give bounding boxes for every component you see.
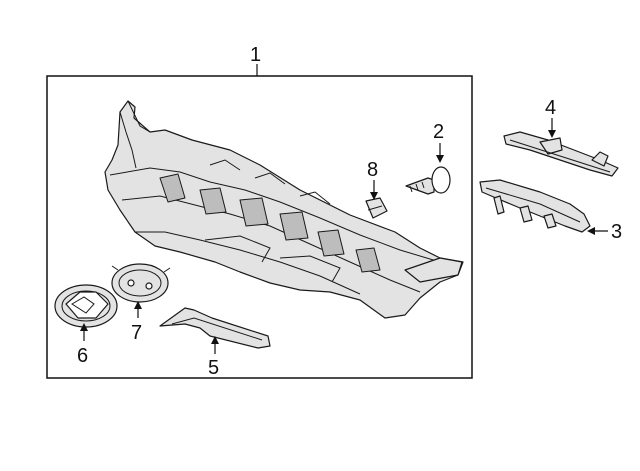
- callout-7-label: 7: [131, 322, 142, 344]
- emblem-part[interactable]: [54, 284, 118, 328]
- upper-bracket-part[interactable]: [503, 131, 619, 177]
- lower-bracket-part[interactable]: [479, 179, 591, 233]
- callout-1-label: 1: [250, 44, 261, 66]
- assembly-frame: [46, 75, 473, 379]
- deflector-part[interactable]: [159, 307, 271, 349]
- retainer-part[interactable]: [365, 197, 388, 219]
- clip-part[interactable]: [405, 166, 451, 195]
- callout-3-label: 3: [611, 221, 622, 243]
- emblem-bracket-part[interactable]: [111, 263, 171, 303]
- callout-2-label: 2: [433, 121, 444, 143]
- callout-6-label: 6: [77, 345, 88, 367]
- callout-8-label: 8: [367, 159, 378, 181]
- callout-5-label: 5: [208, 357, 219, 379]
- callout-4-label: 4: [545, 97, 556, 119]
- grille-reinforcement-part[interactable]: [104, 100, 464, 319]
